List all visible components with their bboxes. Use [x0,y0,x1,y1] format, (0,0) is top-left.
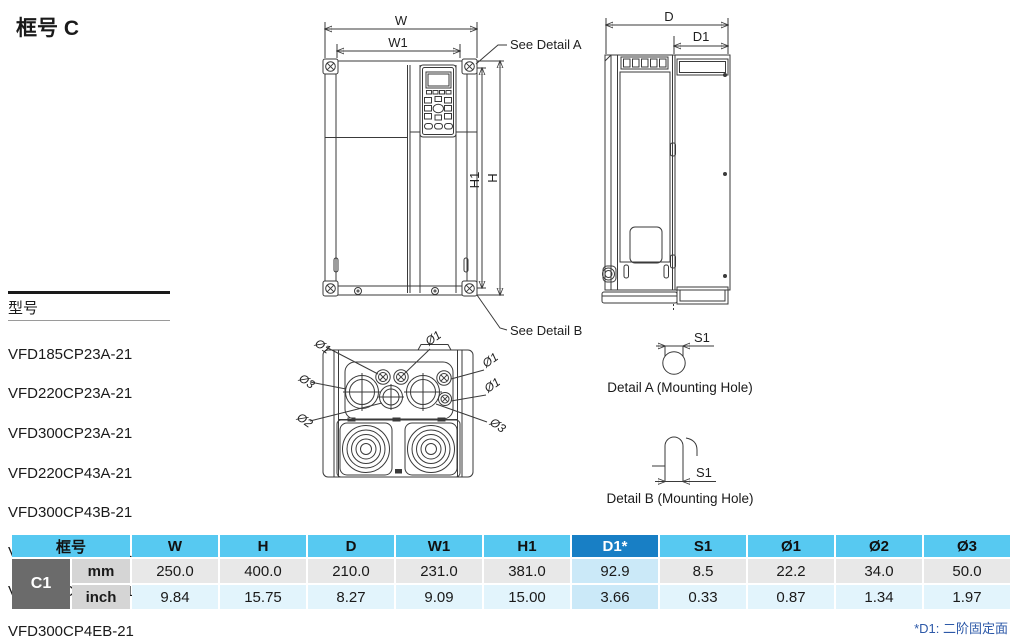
model-item: VFD300CP43B-21 [8,504,133,522]
value-d-inch: 8.27 [308,585,394,609]
value-d-mm: 210.0 [308,559,394,583]
d1-footnote: *D1: 二阶固定面 [914,621,1008,636]
see-detail-b-label: See Detail B [510,323,582,338]
see-detail-b-callout: See Detail B [476,294,582,338]
side-view-drawing: D D1 [601,9,731,311]
dim-label-s1: S1 [694,330,710,345]
dim-label-d1: D1 [693,29,710,44]
table-row-mm: C1 mm 250.0 400.0 210.0 231.0 381.0 92.9… [12,559,1010,609]
model-item: VFD300CP4EB-21 [8,622,134,640]
detail-a-drawing: S1 [656,330,714,375]
detail-a-caption: Detail A (Mounting Hole) [607,380,753,395]
dim-label-h: H [485,173,500,182]
value-w1-inch: 9.09 [396,585,482,609]
front-dim-h1: H1 [467,68,486,288]
hole-label-o3: Ø3 [486,414,508,435]
hole-label-o2: Ø2 [293,409,315,430]
model-item: VFD300CP23A-21 [8,424,133,442]
detail-b-drawing: S1 [652,436,716,493]
table-row-inch: inch 9.84 15.75 8.27 9.09 15.00 3.66 0.3… [12,585,1010,609]
cooling-fans [336,417,461,478]
value-h1-inch: 15.00 [484,585,570,609]
dim-label-d: D [664,9,673,24]
front-view-drawing: W W1 [322,13,582,338]
value-o1-mm: 22.2 [748,559,834,583]
value-o3-inch: 1.97 [924,585,1010,609]
unit-cell-mm: mm [72,559,130,583]
value-d1-mm: 92.9 [572,559,658,583]
hole-label-o1: Ø1 [479,350,501,371]
side-base [601,286,730,311]
dim-label-s1: S1 [696,465,712,480]
value-o1-inch: 0.87 [748,585,834,609]
keypad [419,64,457,138]
dim-label-w: W [395,13,408,28]
hole-label-o3: Ø3 [295,370,317,391]
hole-label-o1: Ø1 [311,335,333,356]
col-header-w1: W1 [396,535,482,557]
side-body [602,54,731,291]
dim-label-h1: H1 [467,172,482,189]
value-s1-inch: 0.33 [660,585,746,609]
front-mounting-ears [322,58,478,297]
divider [8,320,170,321]
dim-label-w1: W1 [388,35,408,50]
value-o2-inch: 1.34 [836,585,922,609]
col-header-o1: Ø1 [748,535,834,557]
side-dim-d: D [606,9,728,54]
value-s1-mm: 8.5 [660,559,746,583]
front-dim-w: W [325,13,477,58]
dimension-table: 框号 W H D W1 H1 D1* S1 Ø1 Ø2 Ø3 C1 mm 250… [10,533,1012,611]
model-list-header: 型号 [8,300,39,317]
value-w-inch: 9.84 [132,585,218,609]
see-detail-a-label: See Detail A [510,37,582,52]
model-item: VFD185CP23A-21 [8,345,133,363]
front-dim-h: H [477,61,504,295]
cable-gland-holes [343,369,452,411]
vent-slots [619,71,671,263]
col-header-s1: S1 [660,535,746,557]
col-header-h: H [220,535,306,557]
value-w1-mm: 231.0 [396,559,482,583]
hole-callouts: Ø1 Ø1 Ø3 Ø1 Ø1 Ø2 Ø3 [293,328,508,436]
model-item: VFD220CP43A-21 [8,464,133,482]
hole-label-o1: Ø1 [481,375,503,396]
value-w-mm: 250.0 [132,559,218,583]
side-dim-d1: D1 [674,29,728,54]
col-header-w: W [132,535,218,557]
col-header-o2: Ø2 [836,535,922,557]
value-o2-mm: 34.0 [836,559,922,583]
col-header-frame: 框号 [12,535,130,557]
front-dim-w1: W1 [337,35,460,58]
see-detail-a-callout: See Detail A [475,37,582,65]
value-o3-mm: 50.0 [924,559,1010,583]
col-header-o3: Ø3 [924,535,1010,557]
col-header-d1: D1* [572,535,658,557]
table-header-row: 框号 W H D W1 H1 D1* S1 Ø1 Ø2 Ø3 [12,535,1010,557]
value-d1-inch: 3.66 [572,585,658,609]
frame-label-cell: C1 [12,559,70,609]
col-header-h1: H1 [484,535,570,557]
detail-a-shape: S1 [656,330,714,375]
value-h-mm: 400.0 [220,559,306,583]
model-item: VFD220CP23A-21 [8,385,133,403]
divider [8,291,170,294]
unit-cell-inch: inch [72,585,130,609]
bottom-body [322,344,474,478]
bottom-view-drawing: Ø1 Ø1 Ø3 Ø1 Ø1 Ø2 Ø3 [293,328,509,478]
col-header-d: D [308,535,394,557]
page-title: 框号 C [16,17,79,40]
detail-b-shape: S1 [652,436,716,482]
value-h1-mm: 381.0 [484,559,570,583]
detail-b-caption: Detail B (Mounting Hole) [606,491,754,506]
value-h-inch: 15.75 [220,585,306,609]
